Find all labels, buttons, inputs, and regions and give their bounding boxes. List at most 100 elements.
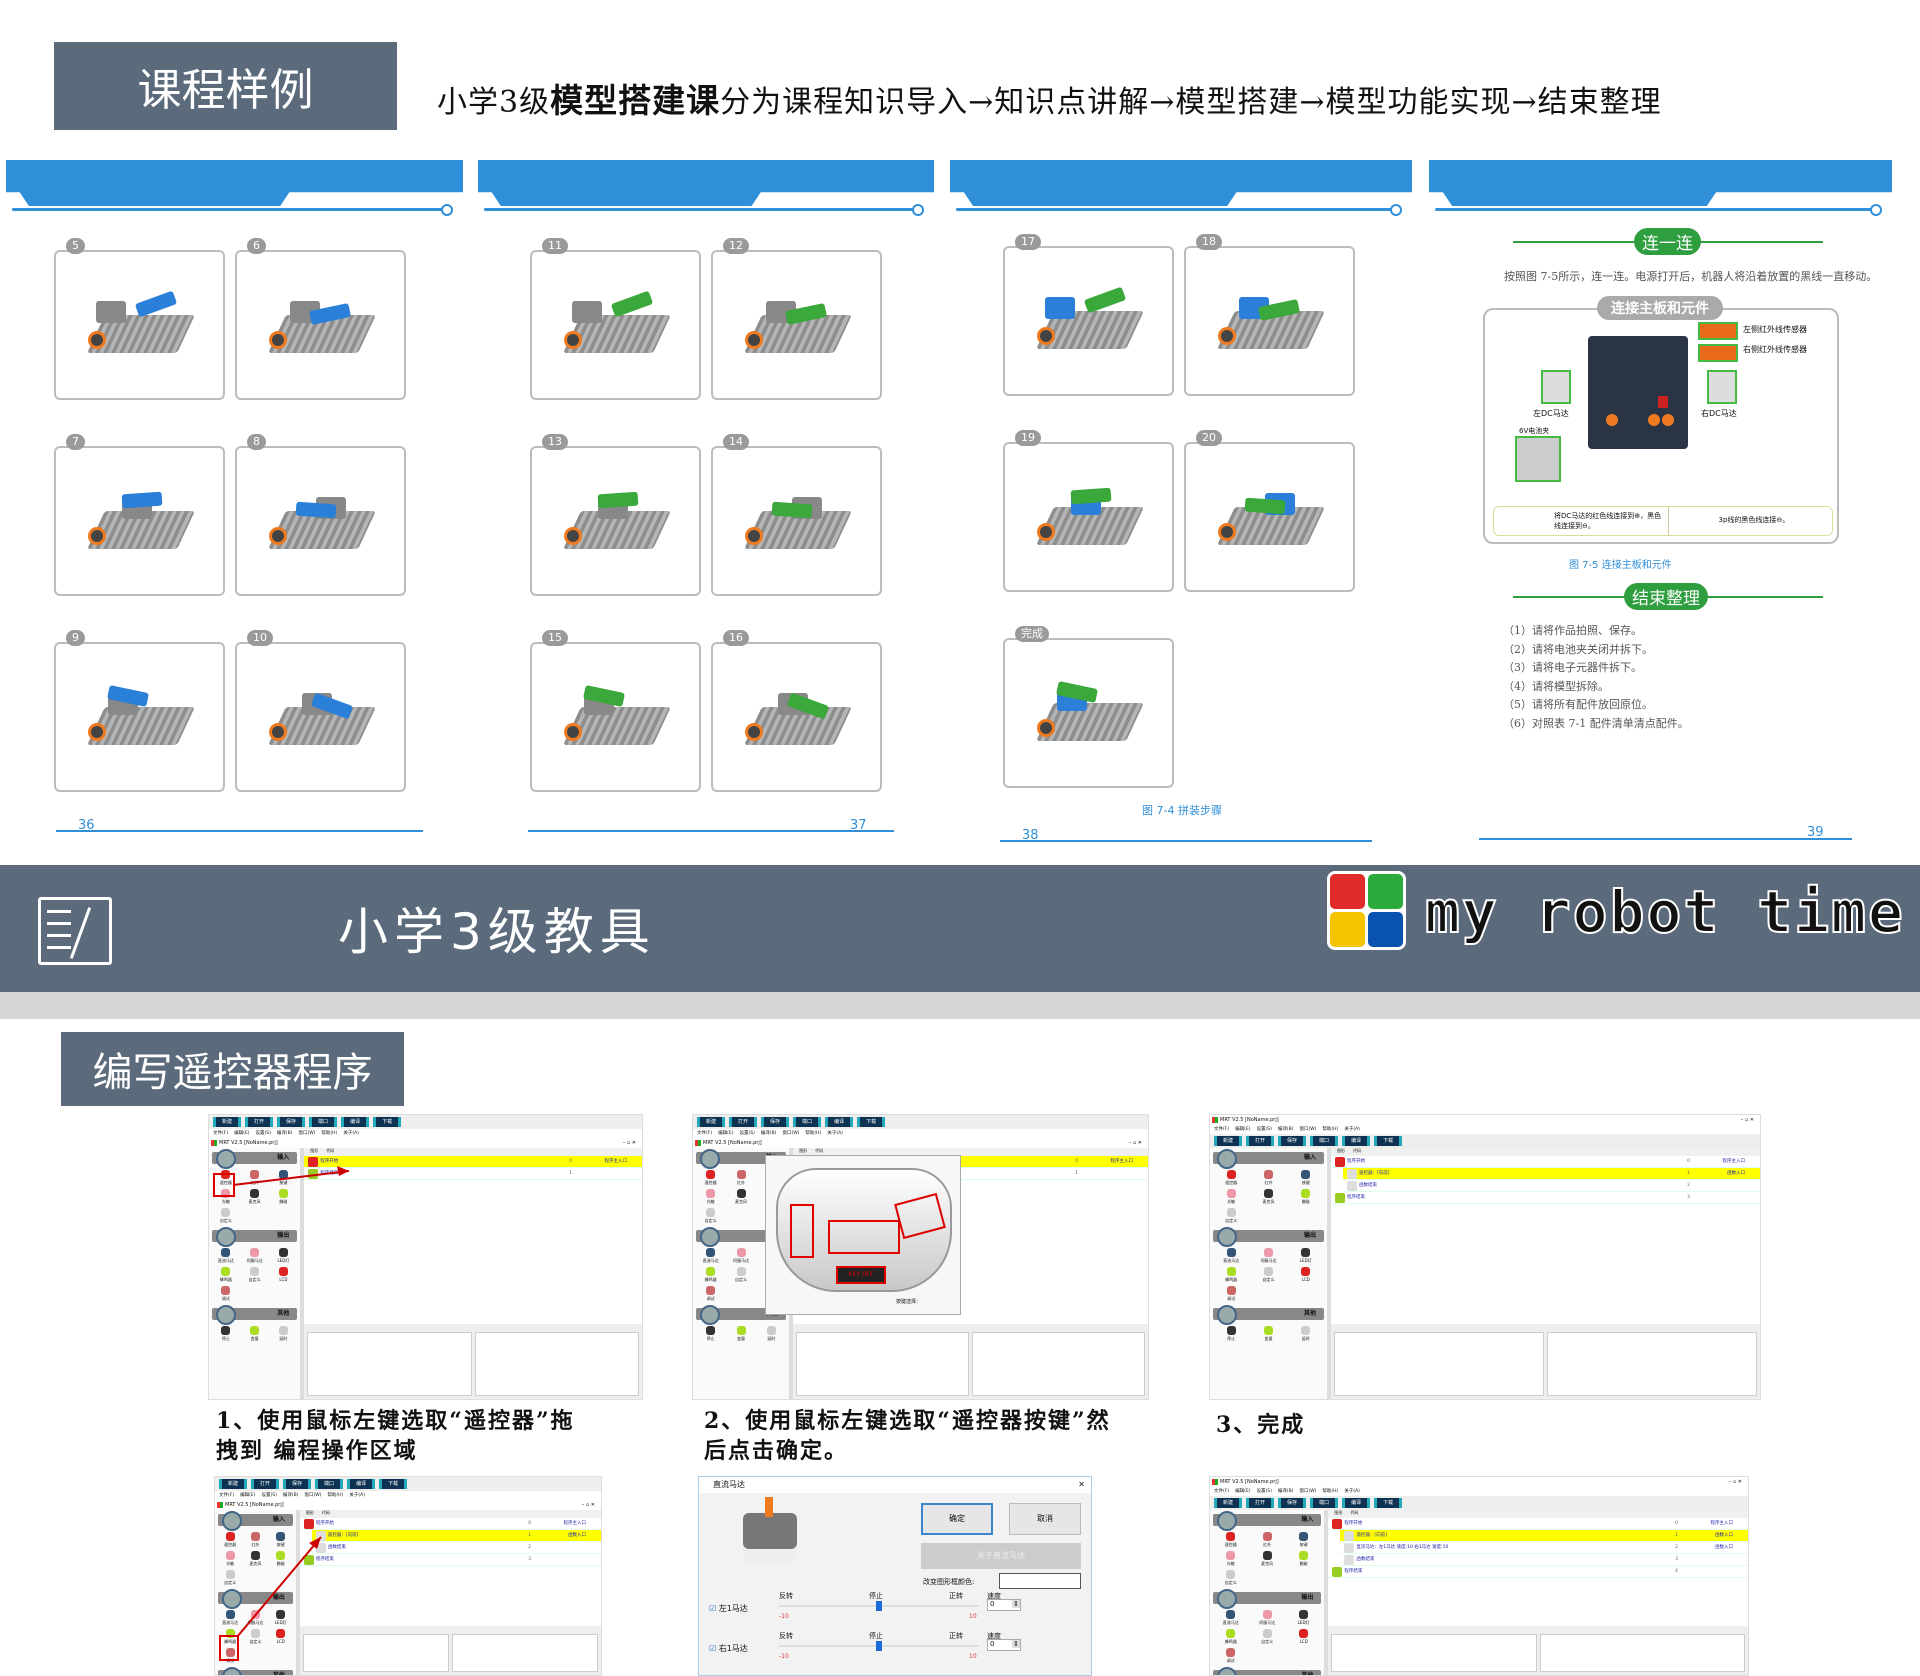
palette-item[interactable]: 停止: [1214, 1326, 1248, 1342]
palette-item[interactable]: 按键: [1287, 1532, 1320, 1548]
toolbar-button[interactable]: 新建: [213, 1117, 242, 1127]
palette-item[interactable]: 自定义: [1250, 1629, 1283, 1645]
menu-item[interactable]: 编辑(E): [240, 1493, 256, 1498]
menu-item[interactable]: 帮助(H): [805, 1131, 822, 1136]
palette-item[interactable]: 伺服马达: [1250, 1610, 1283, 1626]
menu-item[interactable]: 帮助(H): [321, 1131, 338, 1136]
palette-item[interactable]: 调试: [697, 1286, 724, 1302]
palette-item[interactable]: 蜂鸣器: [1214, 1267, 1248, 1283]
menu-item[interactable]: 窗口(W): [1299, 1489, 1317, 1494]
menu-item[interactable]: 编译(B): [276, 1131, 293, 1136]
menu-item[interactable]: 设置(S): [255, 1131, 271, 1136]
toolbar-button[interactable]: 下载: [857, 1117, 886, 1127]
palette-item[interactable]: 直流马达: [213, 1248, 239, 1264]
palette-section-header[interactable]: 其他: [212, 1305, 298, 1325]
workspace-tab[interactable]: 代码: [1353, 1148, 1361, 1153]
palette-item[interactable]: 延时: [758, 1326, 785, 1342]
window-controls[interactable]: – ▫ ✕: [622, 1140, 636, 1146]
palette-item[interactable]: 光敏: [213, 1189, 239, 1205]
toolbar-button[interactable]: 端口: [793, 1117, 822, 1127]
palette-section-header[interactable]: 其他: [696, 1305, 787, 1325]
toolbar-button[interactable]: 打开: [251, 1479, 280, 1489]
speed-slider[interactable]: [779, 1601, 979, 1611]
palette-item[interactable]: 停止: [213, 1326, 239, 1342]
palette-item[interactable]: 自定义: [727, 1267, 754, 1283]
toolbar-button[interactable]: 下载: [1374, 1136, 1403, 1146]
palette-item[interactable]: 红外: [1251, 1170, 1285, 1186]
palette-item[interactable]: 光敏: [1214, 1189, 1248, 1205]
palette-item[interactable]: 自定义: [219, 1570, 241, 1586]
toolbar-button[interactable]: 新建: [1214, 1136, 1243, 1146]
palette-section-header[interactable]: 输入: [218, 1511, 293, 1531]
palette-item[interactable]: 延时: [1289, 1326, 1323, 1342]
key-off-button[interactable]: KEY OFF: [836, 1266, 886, 1284]
workspace-tab[interactable]: 代码: [1350, 1510, 1359, 1515]
slider-thumb[interactable]: [876, 1641, 882, 1651]
palette-item[interactable]: 麦克风: [1250, 1551, 1283, 1567]
palette-item[interactable]: 伺服马达: [244, 1610, 266, 1626]
palette-item[interactable]: 蜂鸣器: [213, 1267, 239, 1283]
toolbar-button[interactable]: 编译: [825, 1117, 854, 1127]
palette-section-header[interactable]: 输入: [1213, 1511, 1322, 1531]
toolbar-button[interactable]: 端口: [1310, 1498, 1339, 1508]
palette-item[interactable]: 延时: [271, 1326, 297, 1342]
palette-item[interactable]: 蜂鸣器: [697, 1267, 724, 1283]
menu-item[interactable]: 窗口(W): [298, 1131, 316, 1136]
palette-item[interactable]: 遥控器: [1214, 1532, 1247, 1548]
motor-checkbox[interactable]: ☑ 左1马达: [709, 1604, 748, 1613]
workspace-tab[interactable]: 图形: [305, 1510, 314, 1515]
palette-item[interactable]: 麦克风: [242, 1189, 268, 1205]
workspace-tab[interactable]: 代码: [326, 1148, 335, 1153]
toolbar-button[interactable]: 下载: [1374, 1498, 1403, 1508]
palette-item[interactable]: 麦克风: [727, 1189, 754, 1205]
palette-section-header[interactable]: 输出: [212, 1227, 298, 1247]
menu-item[interactable]: 编译(B): [282, 1493, 299, 1498]
palette-item[interactable]: 直流马达: [1214, 1248, 1248, 1264]
palette-item[interactable]: 遥控器: [213, 1170, 239, 1186]
palette-item[interactable]: LED灯: [1287, 1610, 1320, 1626]
palette-item[interactable]: LCD: [271, 1267, 297, 1283]
menu-item[interactable]: 帮助(H): [1322, 1489, 1339, 1494]
toolbar-button[interactable]: 端口: [315, 1479, 344, 1489]
window-controls[interactable]: – ▫ ✕: [1728, 1479, 1742, 1485]
palette-item[interactable]: 麦克风: [1251, 1189, 1285, 1205]
toolbar-button[interactable]: 编译: [1342, 1136, 1371, 1146]
workspace-tab[interactable]: 图形: [1334, 1510, 1343, 1515]
slider-thumb[interactable]: [876, 1601, 882, 1611]
palette-item[interactable]: 光敏: [1214, 1551, 1247, 1567]
window-controls[interactable]: – ▫ ✕: [1128, 1140, 1142, 1146]
palette-item[interactable]: 触碰: [270, 1551, 292, 1567]
menu-item[interactable]: 编译(B): [1277, 1127, 1294, 1132]
palette-item[interactable]: LCD: [1287, 1629, 1320, 1645]
palette-item[interactable]: 变量: [727, 1326, 754, 1342]
palette-section-header[interactable]: 输出: [218, 1589, 293, 1609]
menu-item[interactable]: 编辑(E): [1235, 1489, 1251, 1494]
palette-item[interactable]: 遥控器: [1214, 1170, 1248, 1186]
palette-item[interactable]: 调试: [213, 1286, 239, 1302]
menu-item[interactable]: 帮助(H): [327, 1493, 344, 1498]
palette-item[interactable]: 自定义: [242, 1267, 268, 1283]
palette-item[interactable]: 按键: [270, 1532, 292, 1548]
palette-item[interactable]: 按键: [1289, 1170, 1323, 1186]
workspace-tab[interactable]: 代码: [815, 1148, 824, 1153]
workspace-tab[interactable]: 代码: [321, 1510, 330, 1515]
palette-item[interactable]: 伺服马达: [1251, 1248, 1285, 1264]
menu-item[interactable]: 窗口(W): [304, 1493, 322, 1498]
workspace-tab[interactable]: 图形: [1337, 1148, 1345, 1153]
palette-item[interactable]: 调试: [1214, 1286, 1248, 1302]
toolbar-button[interactable]: 编译: [341, 1117, 370, 1127]
cancel-button[interactable]: 取消: [1009, 1503, 1081, 1535]
workspace-tab[interactable]: 图形: [799, 1148, 808, 1153]
palette-item[interactable]: 红外: [727, 1170, 754, 1186]
palette-item[interactable]: 自定义: [697, 1208, 724, 1224]
palette-item[interactable]: 自定义: [1251, 1267, 1285, 1283]
palette-item[interactable]: 伺服马达: [727, 1248, 754, 1264]
palette-item[interactable]: 自定义: [213, 1208, 239, 1224]
